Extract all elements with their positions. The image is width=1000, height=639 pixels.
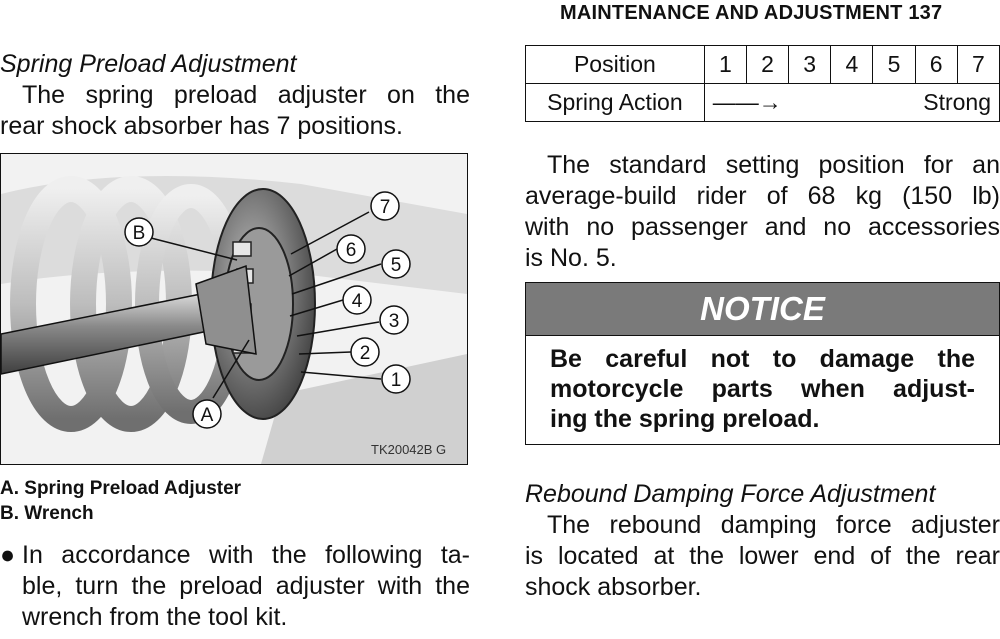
callout-7-label: 7 [380, 197, 391, 218]
table-header-spring-action: Spring Action [525, 83, 705, 122]
figure-caption: A. Spring Preload Adjuster B. Wrench [0, 476, 241, 526]
strong-label: Strong [923, 89, 991, 115]
rebound-paragraph: The rebound damping force adjuster is lo… [525, 510, 1000, 603]
section-title-rebound-damping: Rebound Damping Force Adjustment [525, 480, 936, 508]
bullet-line: wrench from the tool kit. [22, 603, 288, 631]
table-cell-position-1: 1 [703, 45, 747, 84]
bullet-line: ble, turn the preload adjuster with the [22, 572, 470, 600]
bullet-icon: ● [0, 541, 16, 569]
notice-body: Be careful not to damage the motorcycle … [526, 336, 999, 434]
table-row-position: Position 1 2 3 4 5 6 7 [525, 45, 1000, 84]
callout-6-label: 6 [346, 240, 357, 261]
callout-A-label: A [201, 405, 214, 426]
rebound-line: is located at the lower end of the rear [525, 542, 1000, 570]
bullet-paragraph: ●In accordance with the following ta- bl… [0, 540, 470, 633]
preload-position-table: Position 1 2 3 4 5 6 7 Spring Action ——→… [525, 45, 1000, 122]
shock-absorber-illustration: 7 6 5 4 3 2 1 B A TK20042B G [1, 154, 467, 464]
callout-5 [381, 249, 411, 279]
standard-line: The standard setting position for an [547, 151, 1000, 179]
intro-line: The spring preload adjuster on the [22, 81, 470, 109]
table-cell-position-3: 3 [788, 45, 832, 84]
callout-3-label: 3 [389, 311, 400, 332]
table-cell-position-4: 4 [830, 45, 874, 84]
table-header-position: Position [525, 45, 705, 84]
callout-1 [381, 364, 411, 394]
table-cell-position-2: 2 [745, 45, 790, 84]
caption-a: A. Spring Preload Adjuster [0, 478, 242, 499]
shock-absorber-figure: 7 6 5 4 3 2 1 B A TK20042B G [0, 153, 468, 465]
arrow-right-icon: ——→ [712, 89, 782, 115]
figure-code: TK20042B G [371, 442, 446, 457]
bullet-first-line: ●In accordance with the following ta- [0, 540, 470, 571]
table-cell-position-7: 7 [956, 45, 1000, 84]
callout-4-label: 4 [352, 291, 363, 312]
callout-B-label: B [133, 223, 146, 244]
table-cell-position-5: 5 [872, 45, 916, 84]
callout-3 [379, 305, 409, 335]
callout-7 [370, 191, 400, 221]
standard-line: is No. 5. [525, 244, 617, 272]
table-cell-spring-action: ——→ Strong [703, 83, 1000, 122]
notice-title: NOTICE [526, 283, 999, 336]
callout-5-label: 5 [391, 255, 402, 276]
callout-2 [350, 337, 380, 367]
caption-b: B. Wrench [0, 503, 94, 524]
intro-line: rear shock absorber has 7 positions. [0, 112, 403, 140]
notice-line: motorcycle parts when adjust- [550, 375, 975, 403]
standard-line: average-build rider of 68 kg (150 lb) [525, 182, 1000, 210]
callout-B [124, 217, 154, 247]
table-row-spring-action: Spring Action ——→ Strong [525, 83, 1000, 122]
notice-line: ing the spring preload. [550, 405, 820, 433]
callout-A [192, 399, 222, 429]
standard-setting-paragraph: The standard setting position for an ave… [525, 150, 1000, 274]
standard-line: with no passenger and no accessories [525, 213, 1000, 241]
notice-line: Be careful not to damage the [550, 345, 975, 373]
callout-1-label: 1 [391, 370, 402, 391]
callout-4 [342, 285, 372, 315]
section-title-spring-preload: Spring Preload Adjustment [0, 50, 297, 78]
table-cell-position-6: 6 [914, 45, 958, 84]
wrench [1, 264, 257, 375]
callout-6 [336, 234, 366, 264]
notice-box: NOTICE Be careful not to damage the moto… [525, 282, 1000, 445]
callout-2-label: 2 [360, 343, 371, 364]
intro-paragraph: The spring preload adjuster on the rear … [0, 80, 470, 142]
rebound-line: The rebound damping force adjuster [547, 511, 1000, 539]
bullet-line: In accordance with the following ta- [22, 541, 470, 569]
page-header: MAINTENANCE AND ADJUSTMENT 137 [560, 2, 943, 24]
rebound-line: shock absorber. [525, 573, 702, 601]
